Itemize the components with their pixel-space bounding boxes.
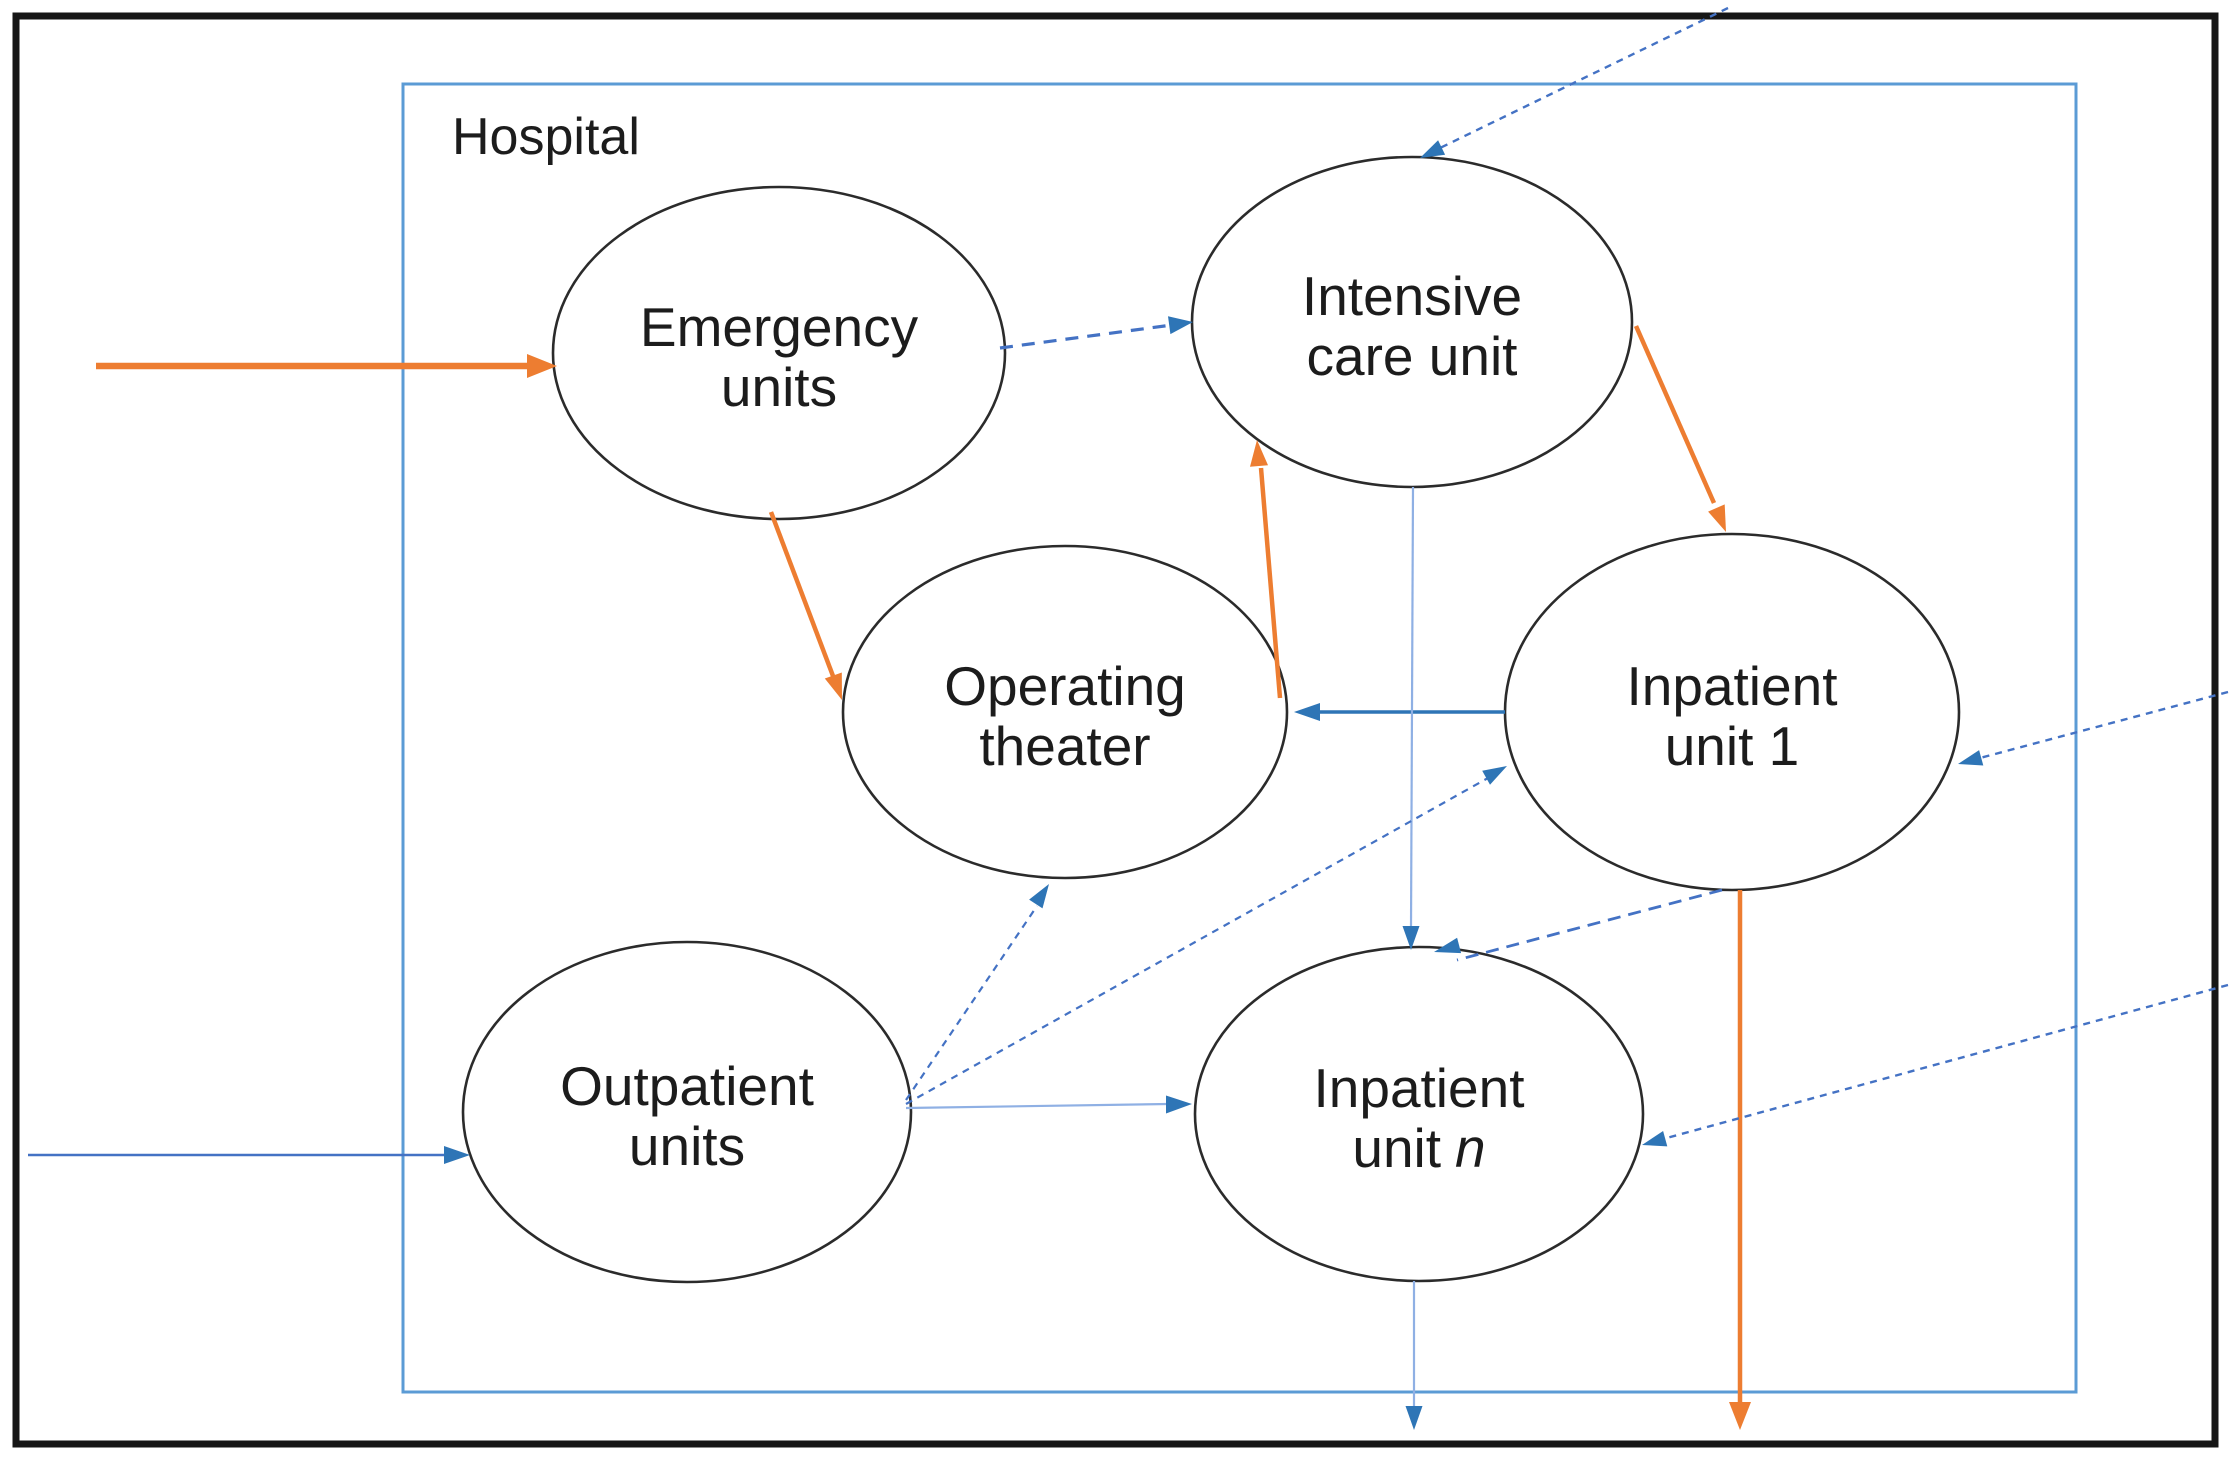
edge-inpatient1-to-discharge [1729, 890, 1751, 1430]
arrowhead [1402, 926, 1420, 950]
edge-operating-to-icu [1250, 440, 1283, 699]
edge-icu-to-inpatient1 [1633, 325, 1726, 532]
arrowhead [1958, 750, 1984, 766]
node-label-operating-line2: theater [979, 715, 1150, 777]
node-label-emergency-line2: units [721, 356, 837, 418]
arrowhead [1708, 504, 1726, 532]
edge-emergency-to-operating [768, 511, 842, 700]
edge-outpatient-to-operating [905, 884, 1049, 1101]
edge-inpatientn-to-discharge [1405, 1281, 1423, 1430]
arrowhead [1642, 1131, 1668, 1147]
arrowhead [1029, 884, 1049, 909]
edge-emergency-to-icu [999, 316, 1193, 350]
figure-frame [12, 12, 2219, 1448]
node-label-inpatient1-line2: unit 1 [1665, 715, 1800, 777]
edge-outpatient-to-inpatientn [905, 1095, 1192, 1114]
node-label-icu-line1: Intensive [1302, 265, 1522, 327]
arrowhead [1729, 1402, 1751, 1430]
arrowhead [1482, 766, 1507, 785]
arrowhead [1434, 937, 1462, 954]
node-operating-theater [841, 544, 1289, 880]
arrowhead [1166, 1095, 1192, 1114]
arrowhead [1168, 316, 1193, 335]
node-emergency-units [551, 185, 1007, 521]
edge-arrival-to-outpatient [28, 1146, 470, 1164]
node-label-inpatient1-line1: Inpatient [1626, 655, 1837, 717]
edge-icu-to-inpatientn [1402, 486, 1420, 950]
edge-external-right-to-inpatientn [1642, 983, 2229, 1147]
node-outpatient-units [461, 940, 913, 1284]
hospital-box-label: Hospital [452, 108, 640, 166]
arrowhead [1405, 1406, 1423, 1430]
node-label-outpatient-line2: units [629, 1115, 745, 1177]
node-label-inpatientn-line1: Inpatient [1313, 1057, 1524, 1119]
edge-outpatient-to-inpatient1 [905, 766, 1507, 1105]
edge-external-topright-to-icu [1420, 6, 1729, 158]
arrowhead [1294, 703, 1320, 721]
hospital-boundary-box [401, 82, 2078, 1394]
node-label-icu-line2: care unit [1307, 325, 1518, 387]
node-label-emergency-line1: Emergency [640, 296, 919, 358]
edge-inpatient1-to-operating [1294, 703, 1505, 721]
node-inpatient-unit-n [1193, 945, 1645, 1283]
arrowhead [1250, 440, 1268, 467]
arrowhead [824, 672, 842, 700]
node-label-outpatient-line1: Outpatient [560, 1055, 814, 1117]
arrowhead [444, 1146, 470, 1164]
arrowhead [1420, 140, 1446, 158]
edge-arrival-to-emergency [96, 354, 557, 378]
edge-inpatient1-to-inpatientn [1434, 888, 1723, 962]
edge-external-right-to-inpatient1 [1958, 690, 2229, 766]
arrowhead [527, 354, 557, 378]
node-label-operating-line1: Operating [944, 655, 1186, 717]
